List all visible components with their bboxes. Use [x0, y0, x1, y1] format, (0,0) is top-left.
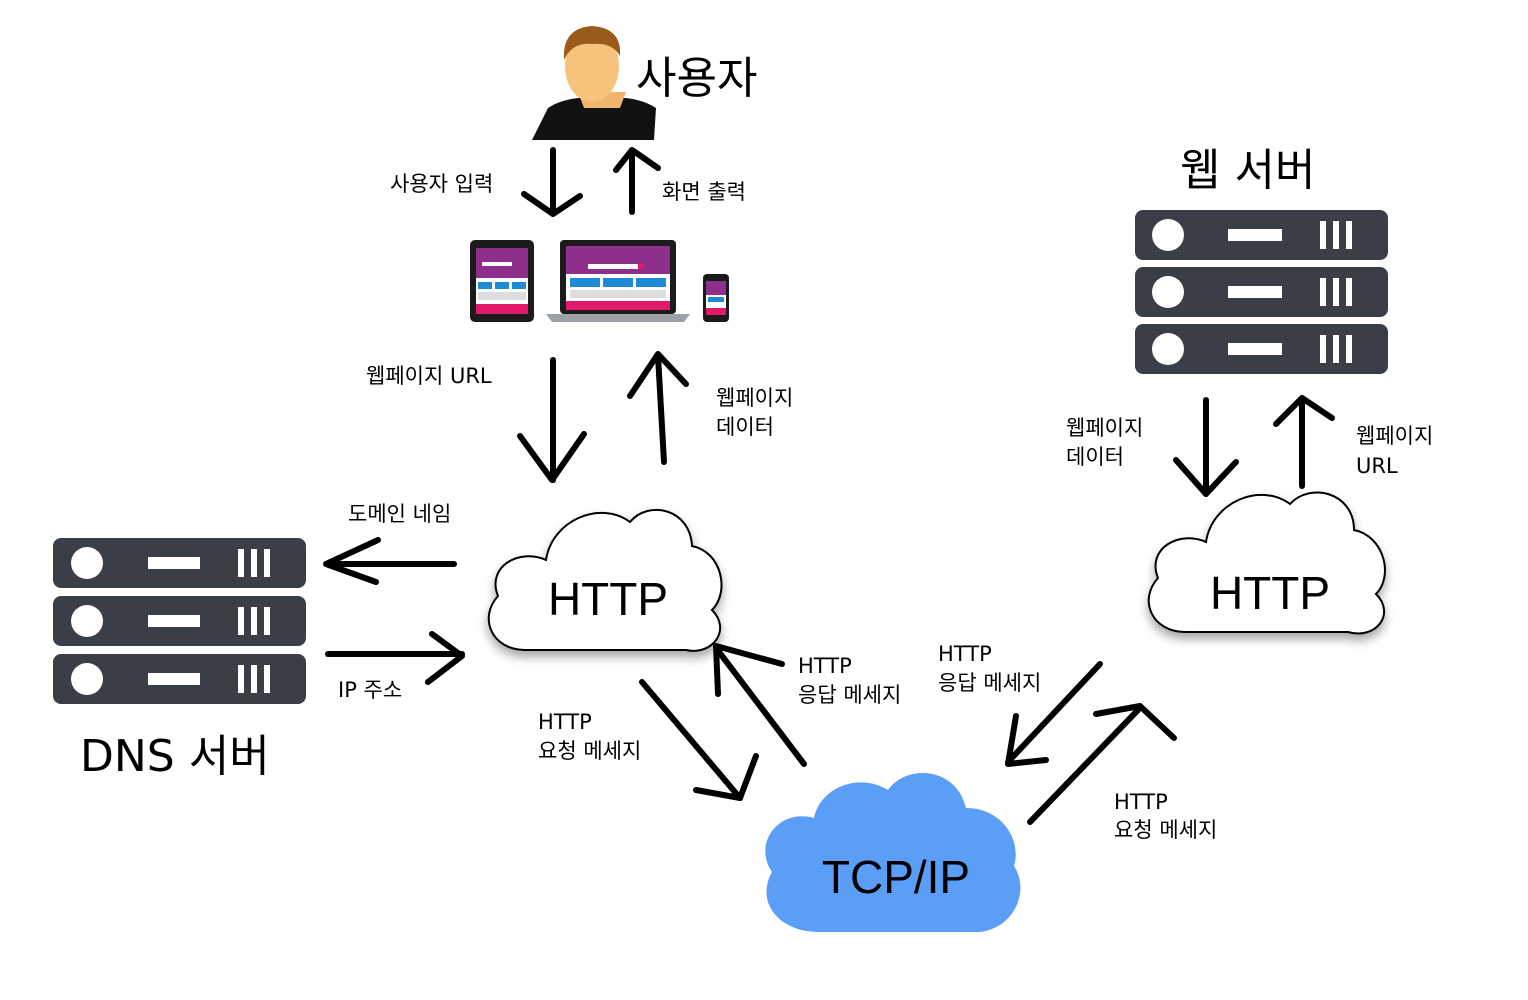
dns-server-icon	[53, 538, 306, 704]
arrow-ip-address	[325, 631, 465, 685]
label-webpage-url-right-2: URL	[1356, 454, 1398, 478]
arrow-domain-name	[323, 537, 457, 585]
label-webpage-data-right-2: 데이터	[1066, 445, 1124, 469]
label-webpage-data-right-1: 웹페이지	[1066, 416, 1144, 440]
label-http-response-left-2: 응답 메세지	[798, 683, 902, 707]
label-http-response-right-1: HTTP	[938, 642, 992, 666]
dns-server-label: DNS 서버	[80, 731, 270, 782]
user-label: 사용자	[636, 53, 758, 104]
arrow-screen-output	[613, 147, 661, 215]
tcpip-cloud	[765, 772, 1021, 932]
label-http-response-right-2: 응답 메세지	[938, 671, 1042, 695]
http-cloud-right	[1147, 491, 1386, 635]
arrow-webpage-data-right	[1173, 397, 1239, 497]
label-webpage-data-left-2: 데이터	[716, 415, 774, 439]
devices-icon	[470, 240, 729, 322]
http-cloud-left	[487, 508, 723, 652]
http-cloud-left-label: HTTP	[547, 573, 669, 625]
arrow-user-input	[521, 147, 583, 217]
arrow-webpage-url-left	[517, 357, 587, 483]
label-http-request-left-2: 요청 메세지	[538, 739, 642, 763]
label-http-request-right-1: HTTP	[1114, 790, 1168, 814]
arrow-webpage-data-left	[627, 351, 689, 465]
web-server-label: 웹 서버	[1180, 145, 1316, 196]
arrows	[323, 147, 1335, 825]
arrow-http-response-left	[713, 643, 807, 767]
user-icon	[532, 26, 656, 140]
label-http-request-right-2: 요청 메세지	[1114, 818, 1218, 842]
arrow-http-response-right	[1005, 661, 1103, 767]
arrow-http-request-left	[639, 679, 759, 801]
label-http-request-left-1: HTTP	[538, 710, 592, 734]
label-http-response-left-1: HTTP	[798, 654, 852, 678]
label-webpage-data-left-1: 웹페이지	[716, 386, 794, 410]
http-cloud-right-label: HTTP	[1209, 567, 1331, 619]
arrow-http-request-right	[1027, 703, 1177, 825]
arrow-webpage-url-right	[1273, 395, 1335, 489]
label-user-input: 사용자 입력	[390, 172, 494, 196]
web-server-icon	[1135, 210, 1388, 374]
tcpip-cloud-label: TCP/IP	[821, 851, 971, 903]
label-webpage-url-right-1: 웹페이지	[1356, 424, 1434, 448]
label-ip-address: IP 주소	[338, 678, 403, 702]
label-domain-name: 도메인 네임	[348, 502, 452, 526]
label-screen-output: 화면 출력	[662, 180, 746, 204]
label-webpage-url-left: 웹페이지 URL	[366, 364, 492, 388]
